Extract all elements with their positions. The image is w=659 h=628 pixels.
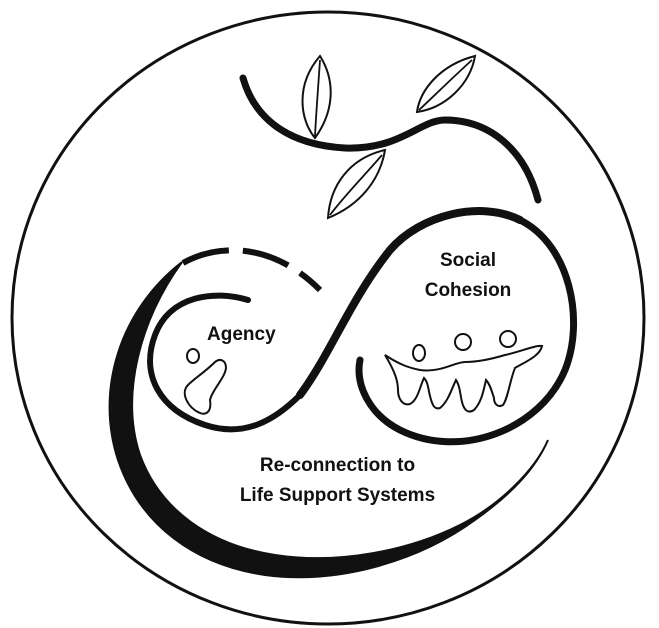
- social-group-icon: [384, 330, 544, 413]
- agency-loop: [147, 292, 303, 433]
- social-label-line2: Cohesion: [424, 280, 512, 301]
- social-label-line1: Social: [440, 250, 496, 271]
- outer-swoosh: [108, 261, 549, 579]
- social-cohesion-label: Social Cohesion: [408, 250, 528, 310]
- leaf-top-left: [301, 54, 332, 140]
- agency-label: Agency: [207, 324, 276, 345]
- dashed-arc: [181, 247, 323, 293]
- leaf-top-right: [415, 54, 477, 114]
- vine-stem: [239, 74, 542, 204]
- crossing-stroke: [296, 207, 524, 399]
- outer-circle: [10, 10, 646, 626]
- agency-person-icon: [183, 348, 228, 415]
- life-label-line2: Life Support Systems: [239, 485, 436, 506]
- social-loop: [355, 216, 578, 446]
- leaf-lower: [326, 148, 387, 220]
- life-label-line1: Re-connection to: [259, 455, 416, 476]
- life-support-label: Re-connection to Life Support Systems: [200, 455, 475, 515]
